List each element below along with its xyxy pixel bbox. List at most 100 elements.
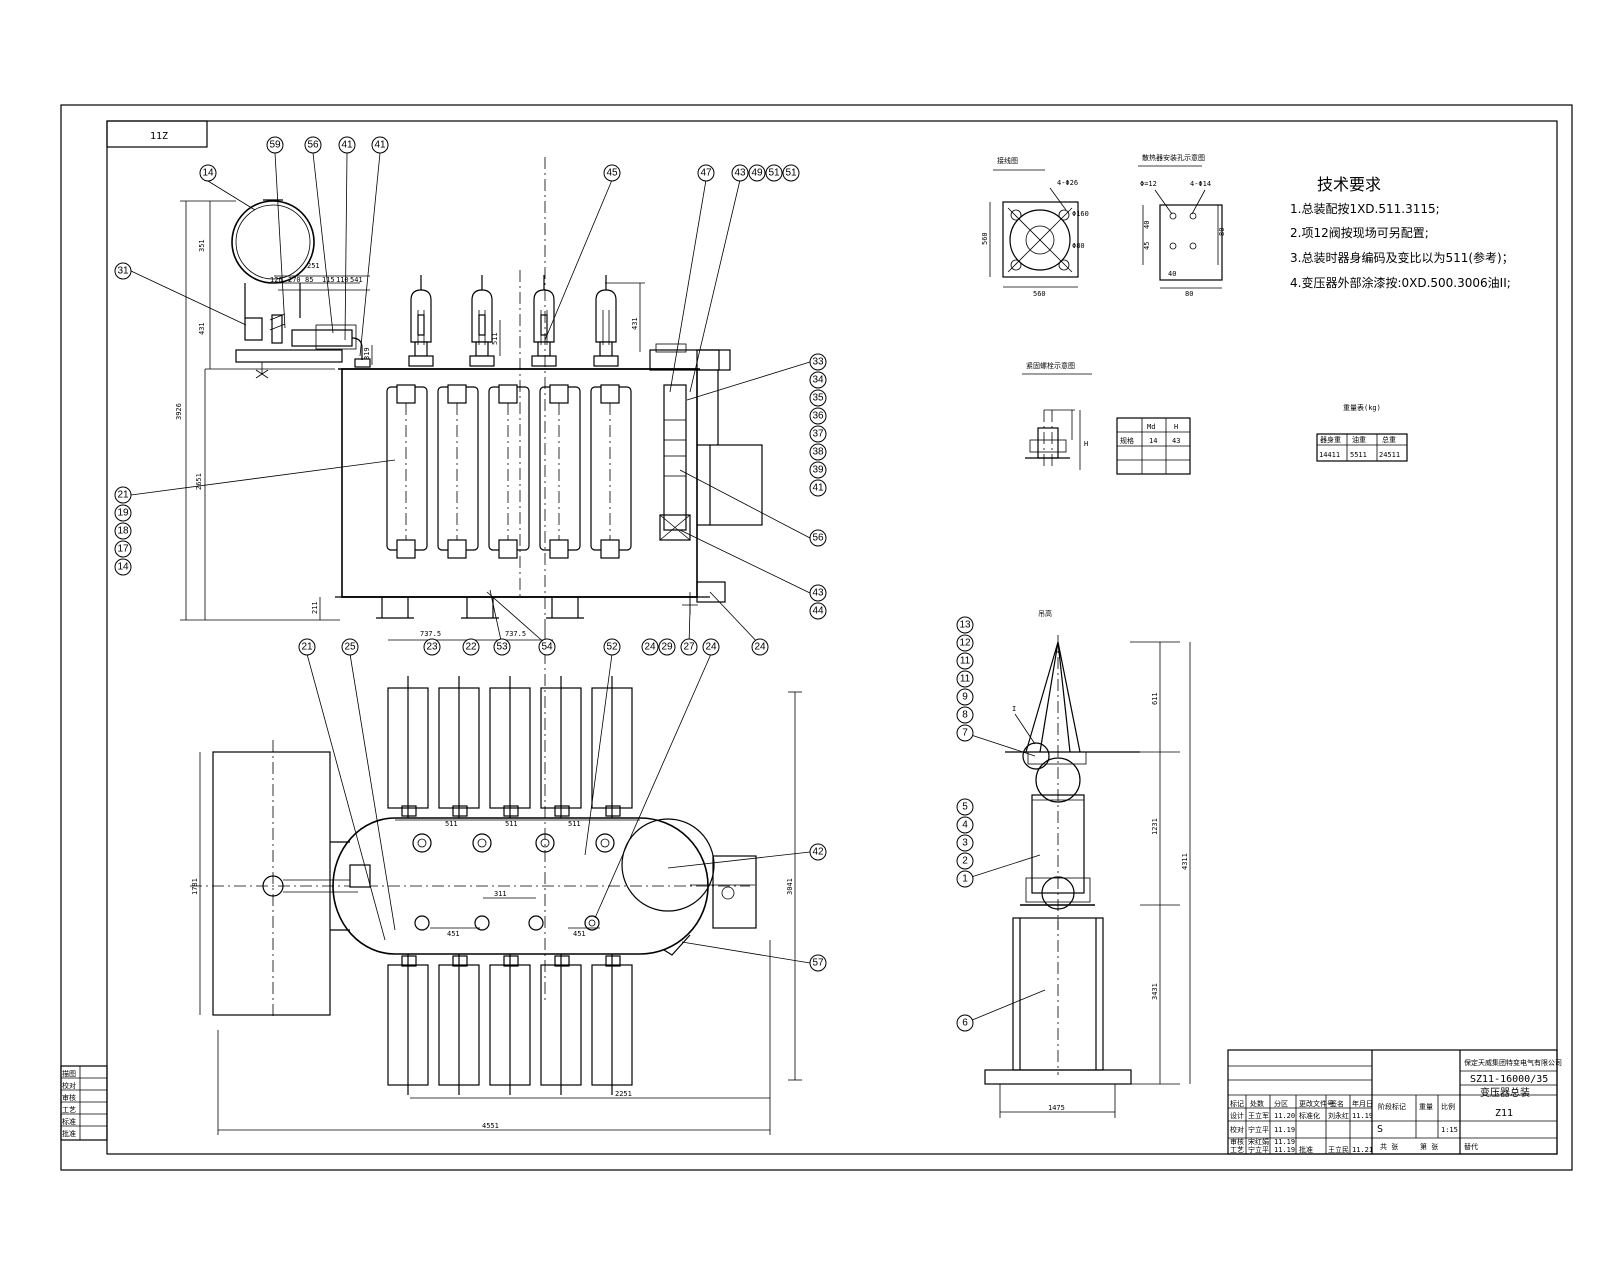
tech-req-item-2: 2.项12阀按现场可另配置; [1290,226,1429,240]
svg-text:53: 53 [496,642,508,653]
lifting-view-label: 吊高 [1038,609,1052,618]
svg-text:511: 511 [568,820,581,828]
svg-text:11: 11 [960,656,971,667]
svg-text:25: 25 [344,642,356,653]
side-core [1031,794,1085,894]
svg-text:1231: 1231 [1151,818,1159,835]
tech-req-item-4: 4.变压器外部涂漆按:0XD.500.3006油II; [1290,275,1511,290]
svg-text:紧固螺栓示意图: 紧固螺栓示意图 [1026,361,1075,370]
drawing-name: 变压器总装 [1480,1086,1530,1099]
transformer-tank [341,368,698,598]
svg-text:器身重: 器身重 [1320,435,1341,444]
radiators-front [386,384,632,559]
svg-text:重量表(kg): 重量表(kg) [1343,403,1381,412]
dim-tank-height: 2651 [195,473,203,490]
code-box [106,120,208,148]
svg-text:11.21: 11.21 [1352,1146,1373,1154]
svg-text:阶段标记: 阶段标记 [1378,1102,1406,1111]
svg-text:标记: 标记 [1230,1099,1244,1108]
svg-text:451: 451 [573,930,586,938]
svg-text:41: 41 [812,483,824,494]
dim-pipe: 319 [363,347,371,360]
svg-text:2: 2 [962,856,968,867]
svg-text:接线图: 接线图 [997,156,1018,165]
svg-text:34: 34 [812,375,824,386]
svg-text:43: 43 [734,168,746,179]
svg-text:29: 29 [661,642,673,653]
svg-text:451: 451 [447,930,460,938]
plan-conservator [212,751,331,1016]
svg-text:251: 251 [307,262,320,270]
svg-text:4-Φ14: 4-Φ14 [1190,180,1211,188]
inner-border [106,120,1558,1155]
svg-text:5511: 5511 [1350,451,1367,459]
svg-text:511: 511 [445,820,458,828]
dim-total-height: 3926 [175,403,183,420]
dim-plan-len-total: 4551 [482,1122,499,1130]
svg-text:21: 21 [117,490,129,501]
svg-text:52: 52 [606,642,618,653]
svg-text:270: 270 [288,276,301,284]
hv-bushings [408,275,619,367]
svg-text:8: 8 [962,710,968,721]
svg-text:校对: 校对 [62,1081,76,1090]
tech-req-item-3: 3.总装时器身编码及变比以为511(参考)； [1290,250,1514,265]
svg-text:描图: 描图 [62,1069,76,1078]
svg-text:42: 42 [812,847,824,858]
plan-view: 1781 3041 511 511 511 451 311 451 2251 4… [190,630,802,1135]
svg-text:115: 115 [322,276,335,284]
svg-text:校对: 校对 [1230,1125,1244,1134]
svg-text:49: 49 [751,168,763,179]
svg-text:4311: 4311 [1181,853,1189,870]
svg-text:511: 511 [505,820,518,828]
svg-text:工艺: 工艺 [62,1106,76,1114]
bubbles-front-left: 31 21 19 18 17 14 [114,262,132,576]
svg-text:33: 33 [812,357,824,368]
svg-text:5: 5 [962,802,968,813]
svg-text:更改文件号: 更改文件号 [1299,1099,1334,1108]
drawing-code: 11Z [150,131,168,142]
svg-text:12: 12 [959,638,971,649]
svg-text:17: 17 [117,544,129,555]
svg-text:43: 43 [812,588,824,599]
svg-text:14411: 14411 [1319,451,1340,459]
svg-text:11.19: 11.19 [1352,1112,1373,1120]
conservator-tank [231,200,315,284]
tightening-detail: 紧固螺栓示意图 H [1022,361,1092,470]
svg-text:126: 126 [270,276,283,284]
dim-base2: 737.5 [505,630,526,638]
scale-value: 1:15 [1441,1126,1458,1134]
sign-column: 描图 校对 审核 工艺 标准 批准 [60,1065,108,1141]
svg-text:611: 611 [1151,692,1159,705]
model-number: SZ11-16000/35 [1470,1074,1548,1085]
svg-text:王立军: 王立军 [1248,1111,1269,1120]
svg-text:41: 41 [374,140,386,151]
dim-plan-width: 1781 [191,878,199,895]
svg-text:规格: 规格 [1120,436,1134,445]
svg-text:4-Φ26: 4-Φ26 [1057,179,1078,187]
svg-text:1475: 1475 [1048,1104,1065,1112]
svg-text:21: 21 [301,642,313,653]
stage-mark: S [1377,1124,1383,1135]
weight-table: 重量表(kg) 器身重 油重 总重 14411 5511 24511 [1316,403,1408,462]
svg-text:油重: 油重 [1352,435,1366,444]
svg-text:40: 40 [1168,270,1176,278]
company-name: 保定天威集团特变电气有限公司 [1464,1058,1562,1067]
dim-bus: 431 [631,317,639,330]
svg-text:24511: 24511 [1379,451,1400,459]
svg-text:14: 14 [117,562,129,573]
svg-text:标准化: 标准化 [1299,1111,1320,1120]
svg-text:38: 38 [812,447,824,458]
svg-text:11.19: 11.19 [1274,1138,1295,1146]
svg-text:替代: 替代 [1464,1142,1478,1151]
svg-text:批准: 批准 [62,1129,76,1138]
svg-text:23: 23 [426,642,438,653]
dim-h1: 431 [198,322,206,335]
svg-text:36: 36 [812,411,824,422]
svg-text:4: 4 [962,820,968,831]
svg-text:总重: 总重 [1382,435,1396,444]
torque-table: Md H 规格 14 43 [1116,417,1191,475]
lifting-sling [1025,641,1081,753]
svg-text:35: 35 [812,393,824,404]
bubbles-front-top: 14 59 56 41 41 45 47 43 49 51 51 [199,136,800,182]
